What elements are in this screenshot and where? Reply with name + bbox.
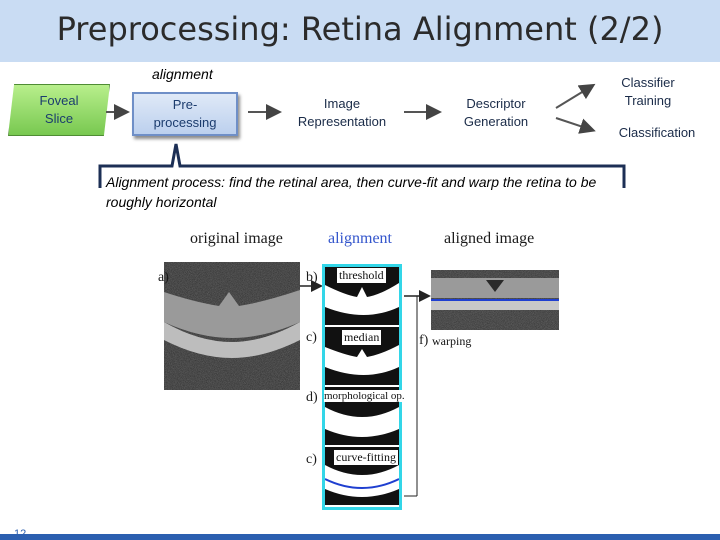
preprocessing-box: Pre- processing: [132, 92, 238, 136]
bottom-accent-line: [0, 534, 720, 540]
heading-aligned-image: aligned image: [444, 230, 535, 247]
arrow-desc-class: [555, 117, 596, 134]
label-warping: warping: [432, 334, 472, 348]
label-threshold: threshold: [337, 268, 386, 283]
panel-letter-d: d): [306, 390, 318, 405]
heading-alignment: alignment: [328, 230, 392, 247]
title-bar: [0, 0, 720, 62]
alignment-note: alignment: [152, 66, 213, 82]
label-curve-fitting: curve-fitting: [334, 450, 398, 465]
classifier-training-box: Classifier Training: [621, 75, 675, 108]
original-oct-image: [164, 262, 300, 390]
label-median: median: [342, 330, 382, 345]
descriptor-generation-box: Descriptor Generation: [463, 96, 529, 129]
slide-title: Preprocessing: Retina Alignment (2/2): [56, 10, 664, 48]
alignment-column-highlight: [322, 264, 402, 510]
caption-brace: [98, 143, 626, 188]
pipeline-arrows: [98, 83, 626, 188]
panel-letter-c-median: c): [306, 330, 317, 345]
heading-original-image: original image: [190, 230, 283, 247]
panel-letter-f: f): [419, 333, 429, 348]
aligned-oct-image: [431, 270, 559, 330]
panel-letter-a: a): [158, 270, 169, 285]
arrow-desc-train: [555, 83, 596, 109]
classification-box: Classification: [618, 125, 696, 141]
label-morphological: morphological op.: [324, 390, 405, 402]
image-representation-box: Image Representation: [297, 96, 387, 129]
alignment-caption: Alignment process: find the retinal area…: [106, 174, 597, 211]
alignment-steps: [325, 267, 399, 505]
panel-letter-c-curve: c): [306, 452, 317, 467]
panel-letter-b: b): [306, 270, 318, 285]
